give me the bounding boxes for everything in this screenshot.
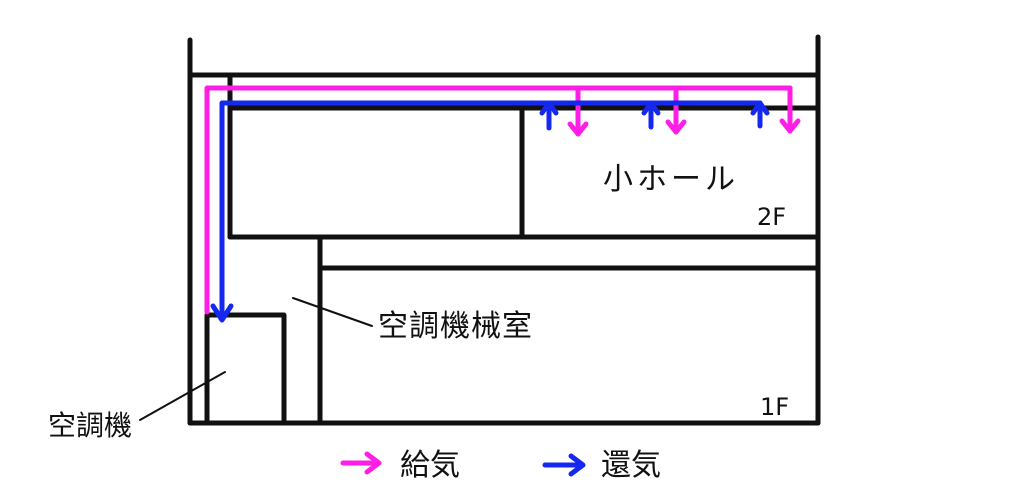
return-air-duct <box>210 100 770 323</box>
air-handler-label: 空調機 <box>48 409 133 442</box>
legend-supply-arrow <box>340 451 382 475</box>
small-hall-label: 小ホール <box>603 162 739 197</box>
legend-supply-label: 給気 <box>400 448 460 483</box>
return-inlet <box>750 100 770 129</box>
floor-1f-label: 1F <box>760 393 790 421</box>
supply-outlet <box>779 85 801 134</box>
return-main-duct <box>219 100 763 321</box>
return-inlet <box>641 100 661 130</box>
air-handler-unit <box>204 312 287 423</box>
legend-return-label: 還気 <box>601 448 661 483</box>
supply-air-duct <box>204 85 801 315</box>
supply-outlet <box>567 85 589 137</box>
legend <box>340 451 586 477</box>
return-arrowhead-ahu <box>210 303 234 323</box>
floor-2f-label: 2F <box>757 203 787 231</box>
building-structure <box>139 34 821 426</box>
return-inlet <box>539 100 559 131</box>
machine-room-label: 空調機械室 <box>378 309 533 344</box>
supply-outlet <box>665 85 687 135</box>
legend-return-arrow <box>542 453 586 477</box>
leader-line-ahu <box>139 371 226 421</box>
leader-line-room <box>292 297 373 327</box>
supply-main-duct <box>204 85 793 315</box>
